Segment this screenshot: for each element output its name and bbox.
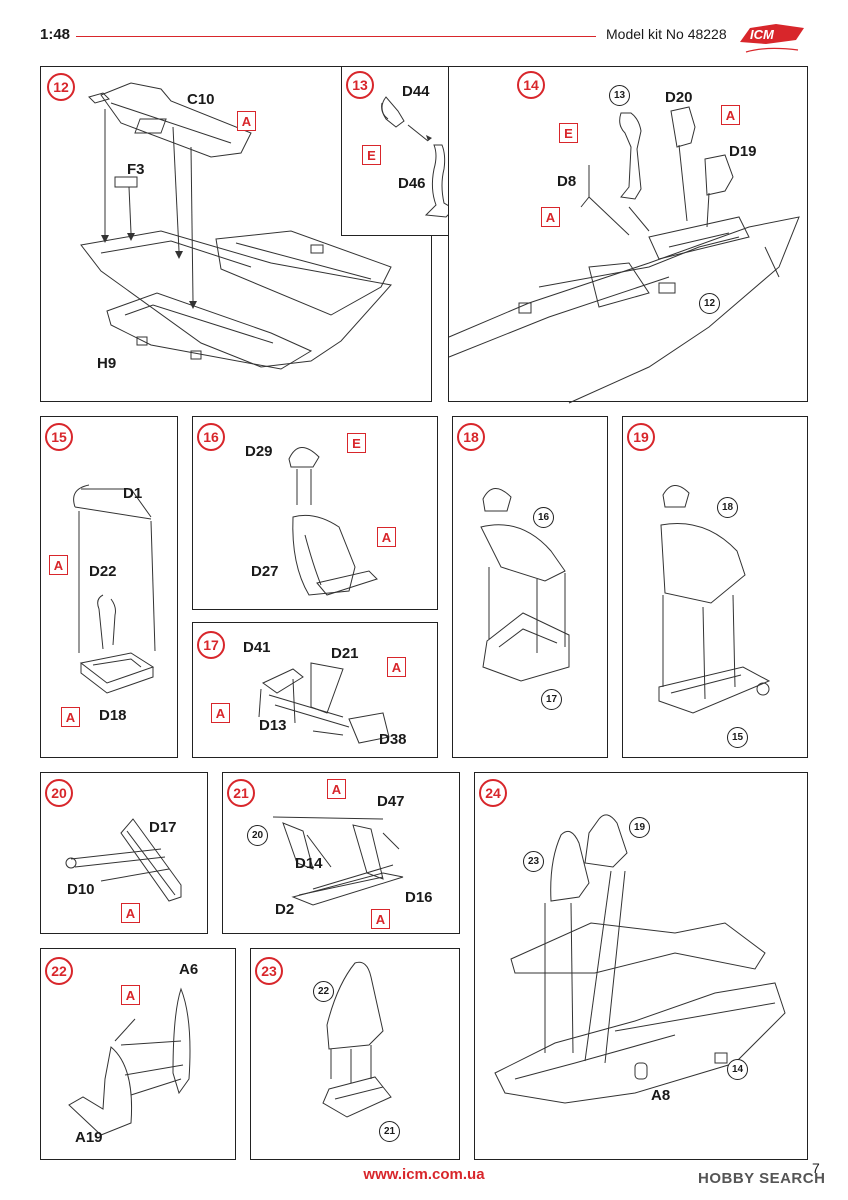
ref-step-18: 18 <box>717 497 738 518</box>
step-12-drawing <box>80 82 392 370</box>
color-tag-a-left: A <box>211 703 230 723</box>
ref-step-23: 23 <box>523 851 544 872</box>
step-23-drawing <box>322 961 392 1118</box>
part-label-d14: D14 <box>295 855 323 872</box>
svg-text:ICM: ICM <box>750 27 775 42</box>
step-19-panel: 19 18 15 <box>622 416 808 758</box>
scale-label: 1:48 <box>40 26 71 43</box>
step-22-number: 22 <box>45 957 73 985</box>
step-17-panel: 17 D41 D21 A A D13 D38 <box>192 622 438 758</box>
part-label-d17: D17 <box>149 819 177 836</box>
ref-step-17: 17 <box>541 689 562 710</box>
step-13-number: 13 <box>346 71 374 99</box>
ref-step-19: 19 <box>629 817 650 838</box>
step-20-drawing <box>65 818 182 902</box>
color-tag-a-right: A <box>387 657 406 677</box>
ref-step-12: 12 <box>699 293 720 314</box>
step-23-number: 23 <box>255 957 283 985</box>
step-15-drawing <box>73 484 156 694</box>
part-label-d20: D20 <box>665 89 693 106</box>
step-20-panel: 20 D17 D10 A <box>40 772 208 934</box>
color-tag-a: A <box>121 985 140 1005</box>
color-tag-a-top: A <box>721 105 740 125</box>
ref-step-16: 16 <box>533 507 554 528</box>
page-number: 7 <box>812 1160 820 1176</box>
color-tag-a-left: A <box>541 207 560 227</box>
part-label-d8: D8 <box>557 173 577 190</box>
step-18-drawing <box>480 488 570 682</box>
part-label-d27: D27 <box>251 563 279 580</box>
footer-website: www.icm.com.ua <box>363 1166 485 1183</box>
step-22-panel: 22 A6 A A19 <box>40 948 236 1160</box>
icm-logo: ICM <box>740 24 804 53</box>
color-tag-a: A <box>377 527 396 547</box>
step-24-drawing <box>494 814 786 1104</box>
step-19-drawing <box>658 485 771 714</box>
color-tag-a-top: A <box>49 555 68 575</box>
step-21-drawing <box>272 816 404 906</box>
step-24-panel: 24 19 23 14 A8 <box>474 772 808 1160</box>
part-label-d16: D16 <box>405 889 433 906</box>
part-label-d29: D29 <box>245 443 273 460</box>
color-tag-a-bottom: A <box>371 909 390 929</box>
step-21-panel: 21 A D47 20 D14 D2 D16 A <box>222 772 460 934</box>
part-label-d38: D38 <box>379 731 407 748</box>
part-label-c10: C10 <box>187 91 215 108</box>
step-16-number: 16 <box>197 423 225 451</box>
step-22-drawing <box>68 987 191 1136</box>
color-tag-e: E <box>559 123 578 143</box>
step-14-panel: 14 13 D20 A D19 E D8 A 12 <box>448 66 808 404</box>
step-17-drawing <box>258 662 390 744</box>
ref-step-22: 22 <box>313 981 334 1002</box>
step-15-number: 15 <box>45 423 73 451</box>
step-16-drawing <box>288 447 378 596</box>
part-label-a19: A19 <box>75 1129 103 1146</box>
watermark: HOBBY SEARCH <box>698 1170 826 1187</box>
part-label-a6: A6 <box>179 961 199 978</box>
color-tag-e: E <box>347 433 366 453</box>
step-20-number: 20 <box>45 779 73 807</box>
ref-step-13: 13 <box>609 85 630 106</box>
kit-number: Model kit No 48228 <box>606 26 727 42</box>
ref-step-21: 21 <box>379 1121 400 1142</box>
header-rule <box>76 36 596 37</box>
part-label-d46: D46 <box>398 175 426 192</box>
step-15-panel: 15 D1 A D22 A D18 <box>40 416 178 758</box>
part-label-d18: D18 <box>99 707 127 724</box>
step-13-drawing <box>381 96 455 218</box>
step-18-panel: 18 16 17 <box>452 416 608 758</box>
color-tag-e: E <box>362 145 381 165</box>
step-14-drawing <box>448 106 800 404</box>
part-label-a8: A8 <box>651 1087 671 1104</box>
ref-step-14: 14 <box>727 1059 748 1080</box>
part-label-d19: D19 <box>729 143 757 160</box>
step-18-number: 18 <box>457 423 485 451</box>
step-19-number: 19 <box>627 423 655 451</box>
part-label-d47: D47 <box>377 793 405 810</box>
part-label-d44: D44 <box>402 83 430 100</box>
step-23-panel: 23 22 21 <box>250 948 460 1160</box>
part-label-d41: D41 <box>243 639 271 656</box>
part-label-d21: D21 <box>331 645 359 662</box>
color-tag-a-top: A <box>327 779 346 799</box>
part-label-f3: F3 <box>127 161 145 178</box>
ref-step-20: 20 <box>247 825 268 846</box>
part-label-h9: H9 <box>97 355 117 372</box>
step-14-number: 14 <box>517 71 545 99</box>
step-16-panel: 16 D29 E A D27 <box>192 416 438 610</box>
part-label-d22: D22 <box>89 563 117 580</box>
color-tag-a: A <box>237 111 256 131</box>
part-label-d2: D2 <box>275 901 295 918</box>
step-21-number: 21 <box>227 779 255 807</box>
step-12-number: 12 <box>47 73 75 101</box>
step-17-number: 17 <box>197 631 225 659</box>
color-tag-a-bottom: A <box>61 707 80 727</box>
part-label-d10: D10 <box>67 881 95 898</box>
step-24-number: 24 <box>479 779 507 807</box>
color-tag-a: A <box>121 903 140 923</box>
part-label-d1: D1 <box>123 485 143 502</box>
ref-step-15: 15 <box>727 727 748 748</box>
part-label-d13: D13 <box>259 717 287 734</box>
